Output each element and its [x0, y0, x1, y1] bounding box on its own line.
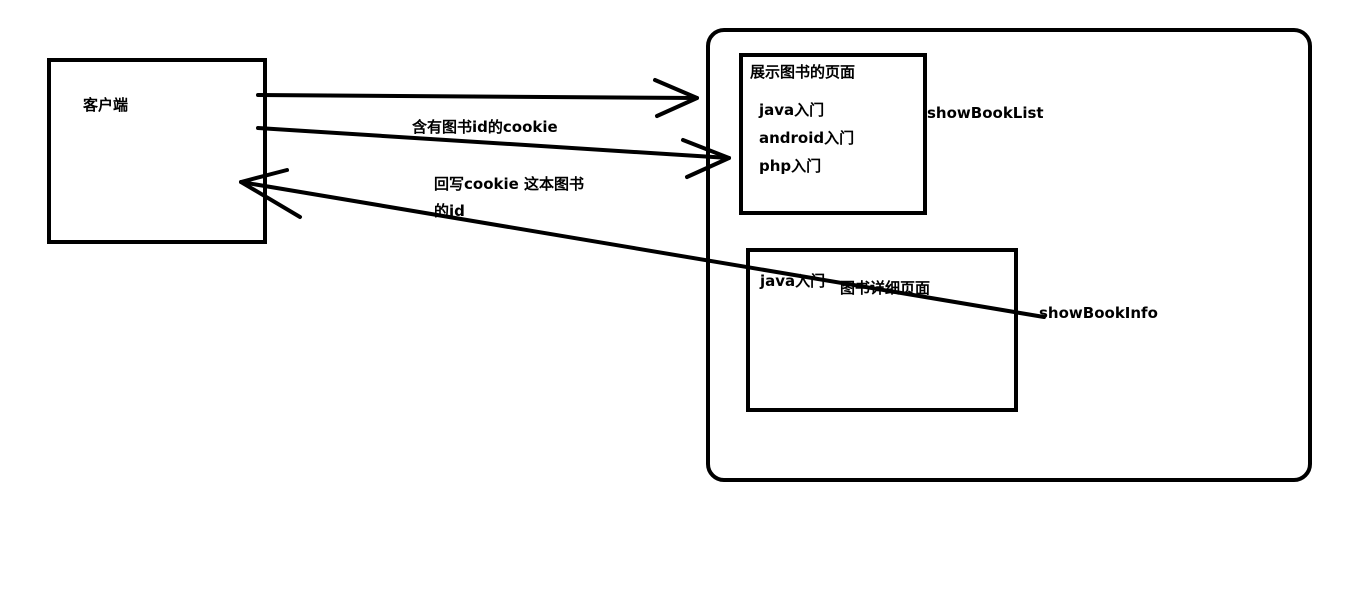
servlet-show-book-list: showBookList	[927, 104, 1044, 122]
arrowhead-client-to-list	[653, 78, 699, 118]
arrow-request-with-cookie	[256, 126, 731, 160]
book-item-php: php入门	[759, 157, 822, 175]
arrow-writeback-cookie	[239, 180, 1046, 319]
arrowhead-request-with-cookie	[681, 138, 731, 179]
writeback-label-line1: 回写cookie 这本图书	[434, 175, 585, 193]
request-cookie-label: 含有图书id的cookie	[412, 118, 558, 136]
servlet-show-book-info: showBookInfo	[1039, 304, 1158, 322]
arrow-client-to-list	[256, 93, 699, 100]
client-label: 客户端	[83, 96, 129, 114]
server-box	[706, 28, 1312, 482]
list-page-title: 展示图书的页面	[750, 63, 856, 81]
info-page-title: 图书详细页面	[840, 279, 931, 297]
book-list-page-box	[739, 53, 927, 215]
arrowhead-writeback-cookie	[239, 168, 302, 219]
book-item-android: android入门	[759, 129, 855, 147]
info-page-book: java入门	[760, 272, 826, 290]
book-info-page-box	[746, 248, 1018, 412]
client-box	[47, 58, 267, 244]
book-item-java: java入门	[759, 101, 825, 119]
writeback-label-line2: 的id	[434, 202, 465, 220]
